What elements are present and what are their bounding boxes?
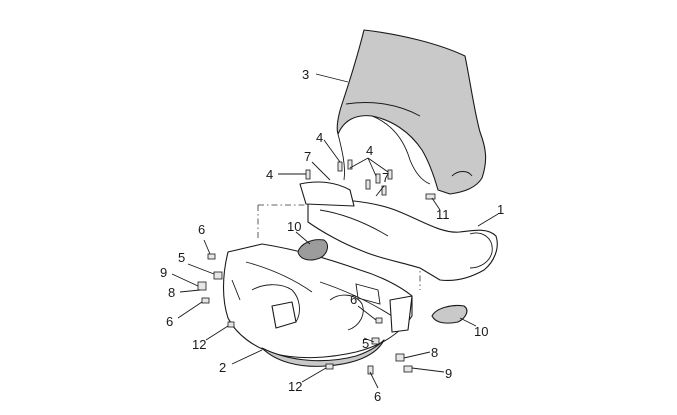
callout-10: 10 xyxy=(287,219,301,234)
callout-12: 12 xyxy=(288,379,302,394)
callout-9: 9 xyxy=(445,366,452,381)
windshield-part-3 xyxy=(336,29,487,195)
callout-7: 7 xyxy=(382,170,389,185)
callout-5: 5 xyxy=(362,336,369,351)
front-cover-part-1 xyxy=(299,181,498,282)
callout-10: 10 xyxy=(474,324,488,339)
callout-8: 8 xyxy=(168,285,175,300)
callout-8: 8 xyxy=(431,345,438,360)
callout-3: 3 xyxy=(302,67,309,82)
callout-6: 6 xyxy=(198,222,205,237)
callout-7: 7 xyxy=(304,149,311,164)
leader-lines xyxy=(171,73,499,389)
callout-2: 2 xyxy=(219,360,226,375)
callout-1: 1 xyxy=(497,202,504,217)
callout-6: 6 xyxy=(374,389,381,404)
callout-5: 5 xyxy=(178,250,185,265)
callout-4: 4 xyxy=(266,167,273,182)
callout-6: 6 xyxy=(166,314,173,329)
callout-4: 4 xyxy=(316,130,323,145)
callout-9: 9 xyxy=(160,265,167,280)
callout-4: 4 xyxy=(366,143,373,158)
callout-labels: 3 4 4 4 7 7 11 1 10 10 6 5 9 8 6 12 2 6 … xyxy=(160,67,504,404)
callout-6: 6 xyxy=(350,292,357,307)
lens-part-10 xyxy=(297,239,468,324)
callout-11: 11 xyxy=(436,207,450,222)
lower-body-part-2 xyxy=(223,243,413,367)
callout-12: 12 xyxy=(192,337,206,352)
fasteners xyxy=(197,159,436,375)
